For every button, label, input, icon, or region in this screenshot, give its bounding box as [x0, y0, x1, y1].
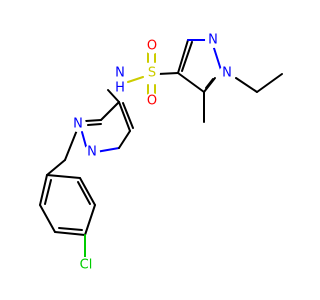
amide-h-label: H	[115, 81, 125, 96]
bond	[58, 227, 83, 231]
bond-layer	[39, 39, 283, 258]
nitrogen-label: N	[87, 145, 97, 160]
amide-n-label: N	[115, 66, 125, 81]
chlorine-label: Cl	[80, 258, 93, 273]
amide-nh-atom: N H	[113, 66, 127, 96]
bond	[212, 44, 222, 71]
oxygen-atom-bottom: O	[144, 93, 160, 109]
bond	[46, 174, 81, 179]
bond	[39, 174, 48, 206]
atom-label-layer: S O O N H N N N N	[70, 32, 235, 273]
nitrogen-label: N	[222, 66, 232, 81]
bond	[39, 204, 56, 233]
bond	[107, 89, 120, 103]
bond	[205, 78, 214, 89]
bond	[84, 204, 96, 236]
pyrazole-b-n2-atom: N	[205, 32, 221, 48]
bond	[177, 39, 189, 74]
bond	[235, 77, 258, 93]
bond	[46, 159, 66, 176]
chlorine-atom: Cl	[76, 257, 96, 273]
oxygen-label: O	[147, 94, 157, 109]
oxygen-label: O	[147, 39, 157, 54]
bond	[85, 119, 102, 122]
sulfur-label: S	[148, 66, 156, 81]
bond	[256, 73, 283, 93]
bond	[77, 181, 91, 205]
bond	[118, 130, 131, 149]
bond	[127, 76, 144, 83]
bond	[100, 101, 120, 121]
bond	[79, 177, 96, 206]
bond	[157, 72, 179, 75]
bond	[122, 102, 134, 129]
pyrazole-b-n1-atom: N	[219, 65, 235, 81]
pyrazole-a-n1-atom: N	[70, 116, 86, 132]
molecule-diagram: S O O N H N N N N	[39, 32, 283, 273]
bond	[181, 41, 193, 72]
sulfur-atom: S	[144, 65, 160, 81]
nitrogen-label: N	[73, 117, 83, 132]
oxygen-atom-top: O	[144, 38, 160, 54]
bond	[87, 123, 102, 126]
bond	[118, 101, 131, 132]
nitrogen-label: N	[208, 33, 218, 48]
bond	[54, 231, 86, 236]
bond	[64, 129, 78, 161]
bond	[177, 72, 205, 93]
pyrazole-a-n2-atom: N	[84, 144, 100, 160]
bond	[44, 179, 52, 205]
